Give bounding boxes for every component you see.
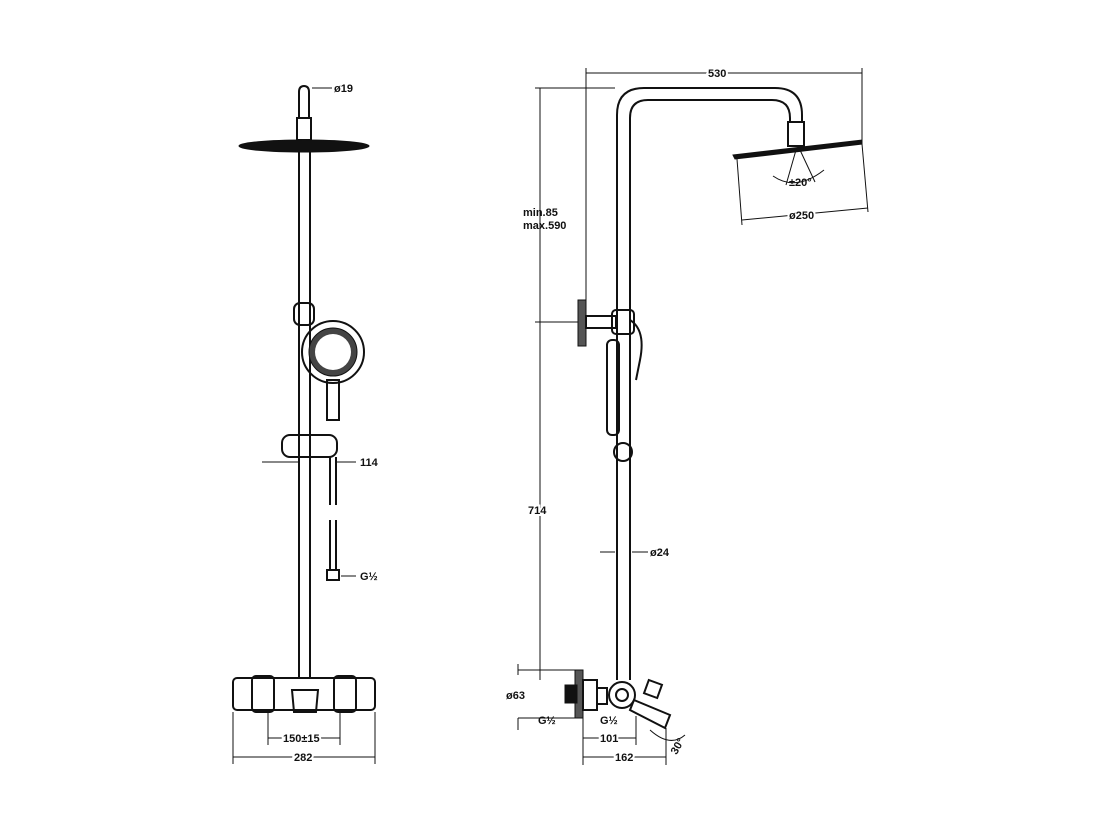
head-connector — [296, 117, 312, 141]
mixer-body — [608, 681, 636, 709]
thermostatic-mixer — [232, 677, 376, 711]
front-view: ø19 114 G½ 150±15 2 — [232, 83, 379, 766]
dim-top-pipe-diameter: ø19 — [334, 83, 353, 95]
overhead-shower-head — [238, 139, 370, 153]
shower-arm — [616, 87, 803, 680]
dim-height-max: max.590 — [523, 220, 566, 232]
slider — [613, 442, 633, 462]
mixer-handle-right — [333, 675, 357, 713]
wall-bracket — [577, 299, 587, 347]
hand-shower-handle — [326, 379, 340, 421]
mixer-handle-left — [251, 675, 275, 713]
dim-spout-projection: 101 — [600, 733, 618, 745]
dim-outlet-thread: G½ — [600, 715, 618, 727]
hand-shower — [606, 339, 620, 436]
dim-spout-angle: 30° — [669, 736, 688, 756]
side-view: 530 ø250 ±20° min.85 max.590 714 ø24 — [506, 66, 869, 766]
dim-inlet-thread: G½ — [538, 715, 556, 727]
spout — [290, 689, 320, 713]
dim-escutcheon-diameter: ø63 — [506, 690, 525, 702]
dim-mixer-width: 282 — [294, 752, 312, 764]
dim-hose-thread: G½ — [360, 571, 378, 583]
dim-head-diameter: ø250 — [789, 210, 814, 222]
dim-rail-height: 714 — [528, 505, 547, 517]
hose-nut — [326, 569, 340, 581]
dim-arm-reach: 530 — [708, 68, 726, 80]
dim-height-min: min.85 — [523, 207, 558, 219]
handshower-holder — [293, 302, 315, 326]
dim-inlet-spacing: 150±15 — [283, 733, 320, 745]
dim-total-projection: 162 — [615, 752, 633, 764]
dim-rail-diameter: ø24 — [650, 547, 670, 559]
diverter-handle — [642, 678, 664, 700]
slider — [281, 434, 338, 458]
inlet-thread — [564, 684, 578, 704]
dim-handshower-offset: 114 — [360, 457, 379, 469]
hand-shower — [301, 320, 365, 384]
spout — [628, 698, 672, 730]
top-elbow — [298, 84, 310, 118]
overhead-shower-head — [732, 139, 863, 160]
dim-head-tilt: ±20° — [789, 177, 812, 189]
ball-joint — [787, 121, 805, 147]
hose — [629, 319, 643, 381]
